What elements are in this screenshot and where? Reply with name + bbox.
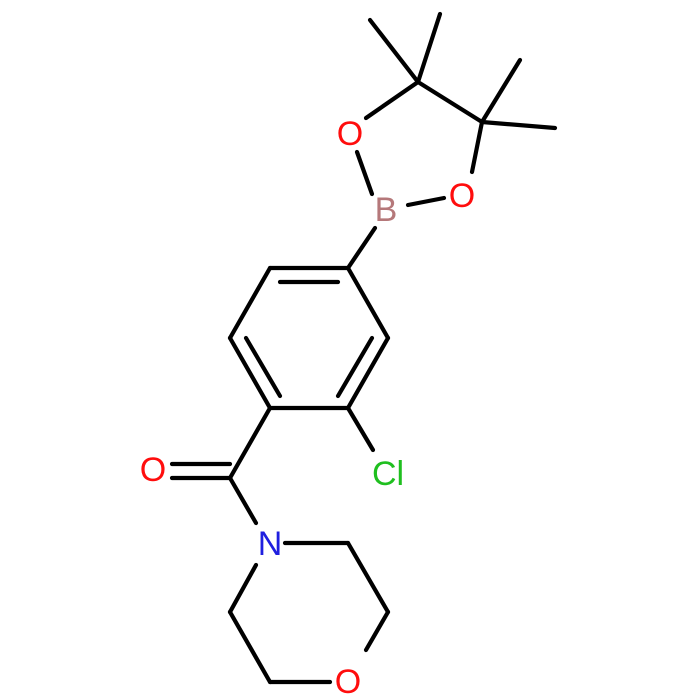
- bond-cm4-n: [227, 562, 259, 615]
- bond-o2-cq2: [469, 119, 485, 175]
- bond-c5-c6-inner: [335, 335, 375, 399]
- atom-label-oxygen: O: [337, 115, 363, 153]
- bond-c3-c4-inner: [243, 335, 283, 399]
- bond-methyl-3: [479, 57, 523, 125]
- bond-c4-carbonyl: [227, 405, 273, 481]
- bond-cq1-cq2: [415, 79, 485, 125]
- bond-c5-c6: [345, 335, 391, 411]
- bond-o1-b: [354, 149, 375, 197]
- bond-b-o2: [405, 195, 447, 208]
- bond-b-c1: [345, 225, 378, 271]
- atom-label-oxygen: O: [449, 177, 475, 215]
- atom-label-boron: B: [375, 191, 398, 229]
- bond-c5-cl: [345, 405, 376, 453]
- bond-cm3-cm4: [227, 609, 273, 685]
- bond-methyl-4: [479, 119, 558, 131]
- bond-cm2-o: [363, 609, 391, 653]
- bonds: [169, 11, 558, 685]
- atom-label-nitrogen: N: [258, 525, 283, 563]
- bond-c2-c3: [227, 265, 273, 341]
- atom-label-oxygen: O: [335, 663, 361, 700]
- atom-label-chlorine: Cl: [372, 455, 404, 493]
- bond-methyl-1: [367, 17, 421, 85]
- bond-c6-c1: [345, 265, 391, 341]
- bond-carbonyl-n: [227, 475, 259, 526]
- bond-c3-c4: [227, 335, 273, 411]
- bond-cm1-cm2: [345, 540, 391, 615]
- bond-cq1-o1: [363, 79, 421, 121]
- bond-methyl-2: [415, 11, 443, 85]
- atom-labels: O O B Cl O N O: [140, 115, 475, 700]
- atom-label-oxygen: O: [140, 451, 166, 489]
